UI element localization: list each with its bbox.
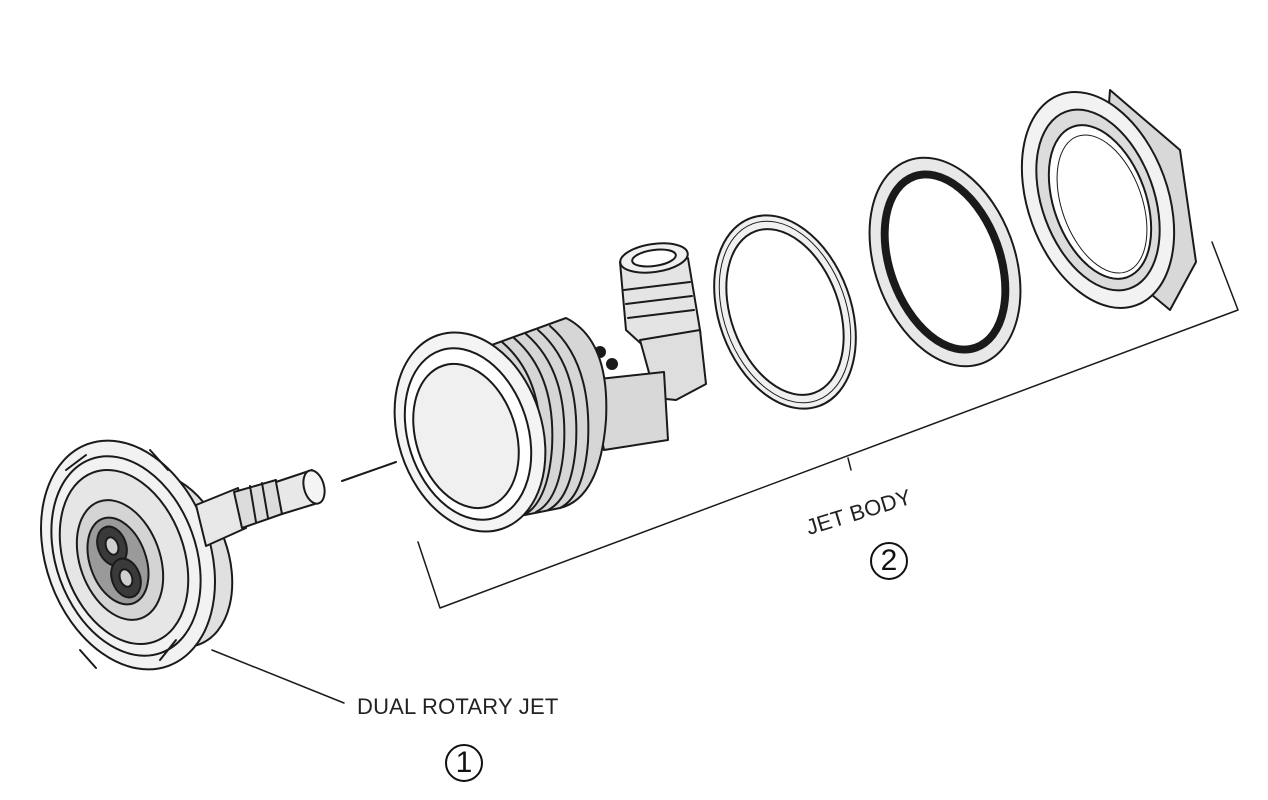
dual-rotary-jet-label: DUAL ROTARY JET — [357, 694, 559, 719]
part-number-2: ②2 — [870, 542, 908, 580]
jet-body-drawing — [393, 242, 707, 533]
gasket-drawing — [713, 214, 857, 410]
assembly-axis-line — [341, 461, 397, 482]
hex-nut-drawing — [1020, 89, 1197, 311]
retaining-ring-drawing — [868, 156, 1022, 368]
part-number-1: ①1 — [445, 744, 483, 782]
jet-body-bracket — [417, 241, 1239, 609]
dual-rotary-jet-leader — [211, 649, 345, 704]
dual-rotary-jet-drawing — [40, 439, 326, 671]
